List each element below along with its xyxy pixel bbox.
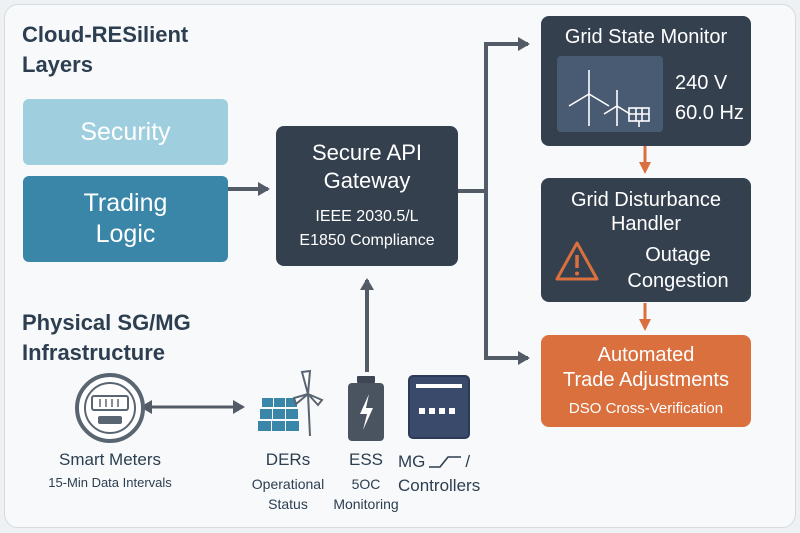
grid-disturbance-handler-box[interactable]: Grid Disturbance Handler Outage Congesti… [541,178,751,302]
frequency-reading: 60.0 Hz [675,102,744,124]
ders-solar-wind-icon [258,369,324,437]
dso-cross-verification-label: DSO Cross-Verification [568,400,724,417]
smart-meters-label: Smart Meters [58,450,162,469]
voltage-reading: 240 V [675,72,728,94]
disturbance-items: Outage Congestion [605,242,751,294]
ders-label: DERs [265,450,311,469]
ess-battery-icon [348,376,384,441]
gateway-title: Secure API Gateway [311,140,423,193]
ders-sublabel: Operational Status [251,476,325,512]
cloud-layers-heading: Cloud-RESilient Layers [22,22,189,77]
disturbance-title: Grid Disturbance Handler [570,189,722,235]
wind-solar-icon [568,70,650,127]
smart-meters-sublabel: 15-Min Data Intervals [48,475,172,490]
ess-sublabel: 5OC Monitoring [333,476,399,512]
monitor-readings: 240 V 60.0 Hz [675,68,744,128]
trading-logic-label: Trading Logic [83,189,168,248]
secure-api-gateway-box[interactable]: Secure API Gateway IEEE 2030.5/L E1850 C… [276,126,458,266]
switch-symbol-icon [429,456,462,468]
smart-meter-icon [75,373,145,443]
mg-controllers-label: MG / Controllers [398,452,481,495]
ess-label: ESS [348,450,384,469]
outage-label: Outage [645,244,711,266]
grid-state-monitor-box[interactable]: Grid State Monitor [541,16,751,146]
automated-trade-adjustments-box[interactable]: Automated Trade Adjustments DSO Cross-Ve… [541,335,751,427]
gateway-compliance: IEEE 2030.5/L E1850 Compliance [299,208,435,249]
monitor-title: Grid State Monitor [564,26,728,48]
trade-title: Automated Trade Adjustments [562,344,729,391]
security-layer-box[interactable]: Security [23,99,228,165]
trading-logic-box[interactable]: Trading Logic [23,176,228,262]
congestion-label: Congestion [627,270,729,292]
renewables-image [557,56,663,132]
warning-icon [555,241,599,281]
mg-controller-icon [408,375,470,439]
physical-infrastructure-heading: Physical SG/MG Infrastructure [22,310,191,365]
security-layer-label: Security [80,117,171,146]
gateway-branch-arrows [458,37,530,365]
